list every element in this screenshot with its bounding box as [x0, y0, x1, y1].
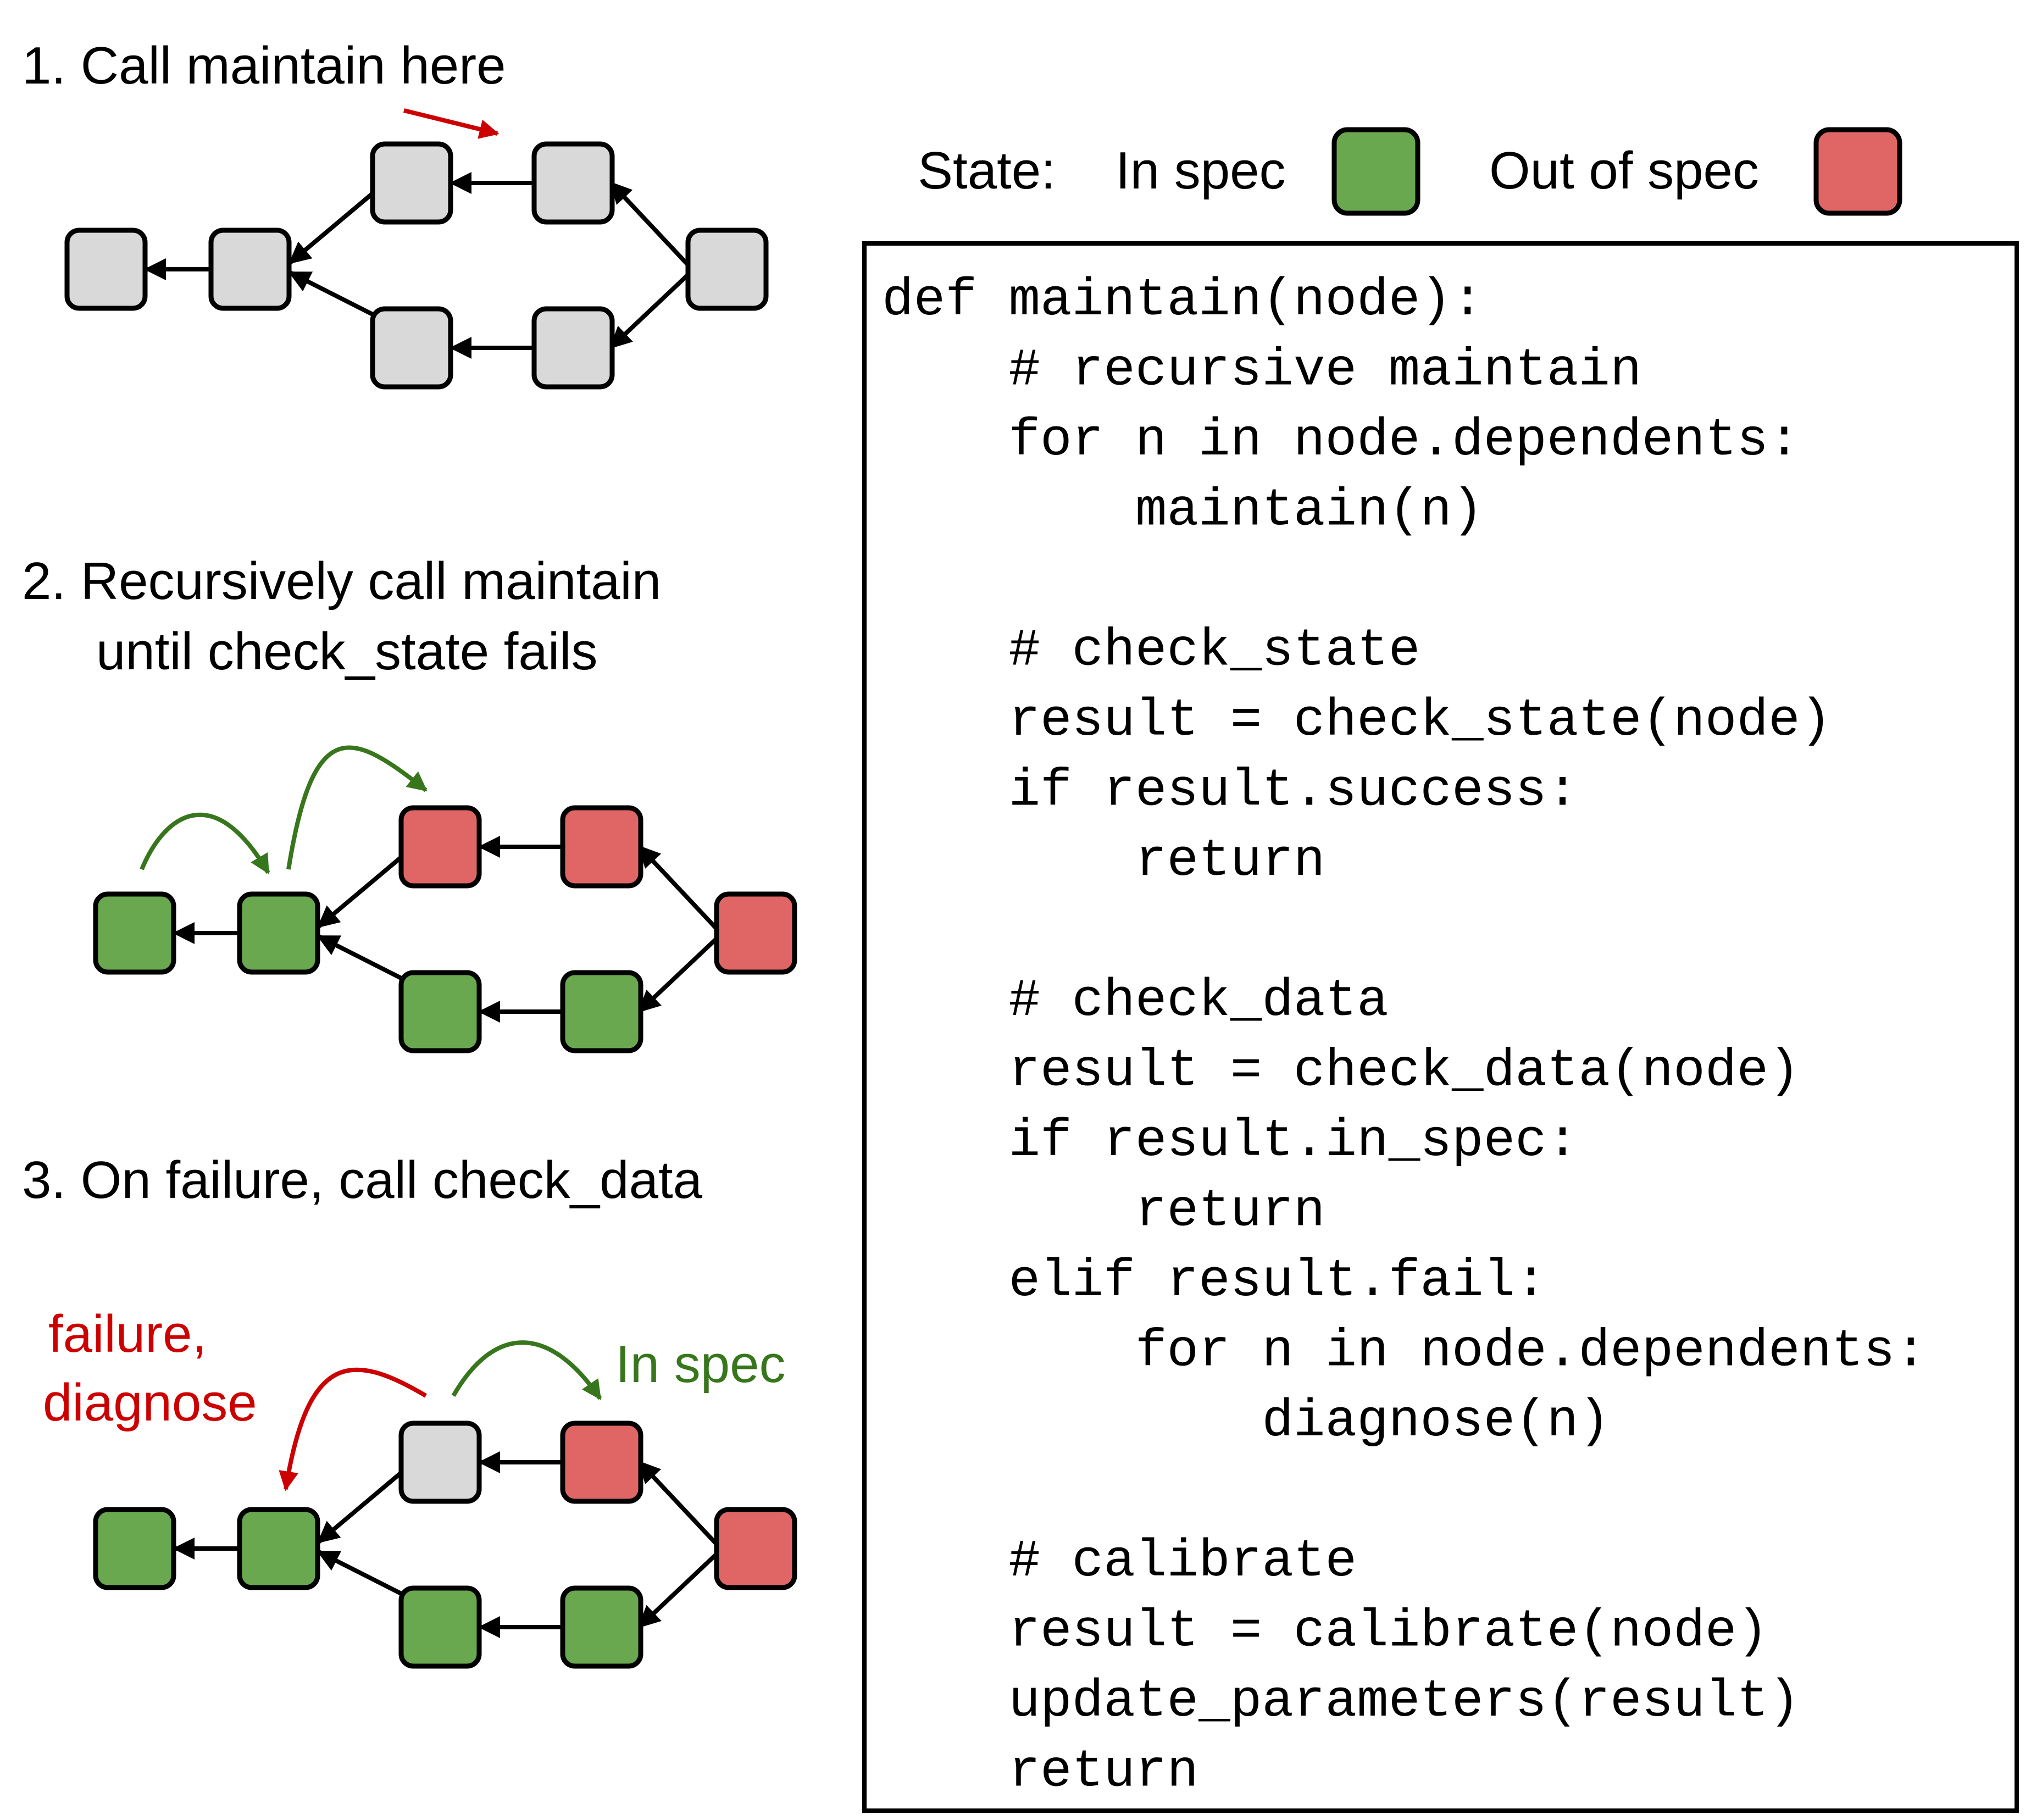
code-line: return — [882, 831, 1325, 891]
code-line: return — [882, 1742, 1198, 1802]
failure-label-line1: failure, — [48, 1305, 207, 1363]
code-line: for n in node.dependents: — [882, 1322, 1927, 1381]
graph-node-out-of_spec — [560, 1421, 643, 1504]
code-box — [862, 241, 2019, 1813]
code-line: return — [882, 1181, 1325, 1241]
graph-node-unknown — [531, 141, 615, 225]
graph-node-in-spec — [560, 970, 643, 1053]
step-1: 1. Call maintain here — [22, 36, 769, 390]
diagnose-arrow — [279, 1367, 428, 1491]
step-2-title-line1: 2. Recursively call maintain — [22, 552, 661, 611]
code-line: # recursive maintain — [882, 341, 1642, 401]
failure-label-line2: diagnose — [43, 1373, 257, 1432]
legend-state-label: State: — [918, 141, 1056, 200]
legend: State: In spec Out of spec — [918, 127, 1902, 216]
code-line: # check_state — [882, 621, 1420, 681]
dependency-edge — [609, 273, 690, 349]
dependency-graph-2 — [93, 805, 797, 1053]
dependency-edge — [638, 845, 718, 930]
graph-node-in-spec — [398, 1585, 482, 1669]
graph-node-in-spec — [93, 1507, 176, 1590]
code-line: update_parameters(result) — [882, 1672, 1800, 1732]
code-line: for n in node.dependents: — [882, 410, 1800, 470]
dependency-edge — [638, 1552, 718, 1628]
graph-node-in-spec — [237, 891, 320, 975]
legend-out-of-spec-label: Out of spec — [1489, 141, 1759, 200]
graph-node-out-of_spec — [714, 891, 797, 975]
graph-node-unknown — [370, 141, 453, 225]
step-2: 2. Recursively call maintain until check… — [22, 552, 797, 1053]
recurse-arrow-2 — [286, 745, 428, 870]
in-spec-label: In spec — [615, 1335, 786, 1394]
graph-node-unknown — [531, 306, 615, 390]
legend-out-of-spec-swatch — [1813, 127, 1902, 216]
dependency-edge — [609, 181, 690, 267]
dependency-edge — [288, 191, 374, 265]
dependency-edge — [638, 937, 718, 1013]
step-1-title: 1. Call maintain here — [22, 36, 506, 95]
graph-node-unknown — [64, 228, 148, 311]
call-here-arrow — [403, 108, 500, 139]
code-line: elif result.fail: — [882, 1251, 1547, 1311]
dependency-edge — [317, 1550, 402, 1596]
dependency-edge — [317, 855, 403, 929]
in-spec-arrow — [451, 1340, 602, 1400]
code-panel: def maintain(node): # recursive maintain… — [862, 241, 2019, 1813]
graph-node-out-of_spec — [714, 1507, 797, 1590]
code-line: # check_data — [882, 971, 1389, 1031]
graph-node-unknown — [685, 228, 769, 311]
dependency-edge — [317, 934, 402, 980]
graph-node-unknown — [208, 228, 292, 311]
recurse-arrow-1 — [140, 812, 270, 875]
dependency-graph-3 — [93, 1421, 797, 1669]
code-line: result = check_data(node) — [882, 1041, 1800, 1101]
code-line: result = check_state(node) — [882, 691, 1832, 751]
legend-in-spec-label: In spec — [1116, 141, 1286, 200]
graph-node-in-spec — [560, 1585, 643, 1669]
dependency-edge — [288, 270, 374, 317]
code-listing: def maintain(node): # recursive maintain… — [882, 270, 1927, 1802]
graph-node-out-of_spec — [398, 805, 482, 889]
graph-node-in-spec — [398, 970, 482, 1053]
code-line: def maintain(node): — [882, 270, 1484, 330]
code-line: maintain(n) — [882, 481, 1484, 541]
code-line: diagnose(n) — [882, 1391, 1610, 1451]
graph-node-in-spec — [93, 891, 176, 975]
code-line: # calibrate — [882, 1532, 1357, 1591]
step-3-title: 3. On failure, call check_data — [22, 1151, 703, 1209]
graph-node-unknown — [370, 306, 453, 390]
code-line: if result.in_spec: — [882, 1111, 1578, 1171]
legend-in-spec-swatch — [1331, 127, 1420, 216]
graph-node-out-of_spec — [560, 805, 643, 889]
dependency-edge — [638, 1461, 718, 1546]
code-line: if result.success: — [882, 761, 1578, 821]
code-line: result = calibrate(node) — [882, 1602, 1768, 1662]
step-3: 3. On failure, call check_data failure, … — [22, 1151, 797, 1669]
dependency-edge — [317, 1471, 403, 1544]
step-2-title-line2: until check_state fails — [96, 622, 597, 681]
graph-node-in-spec — [237, 1507, 320, 1590]
graph-node-unknown — [398, 1421, 482, 1504]
dependency-graph-1 — [64, 141, 769, 390]
